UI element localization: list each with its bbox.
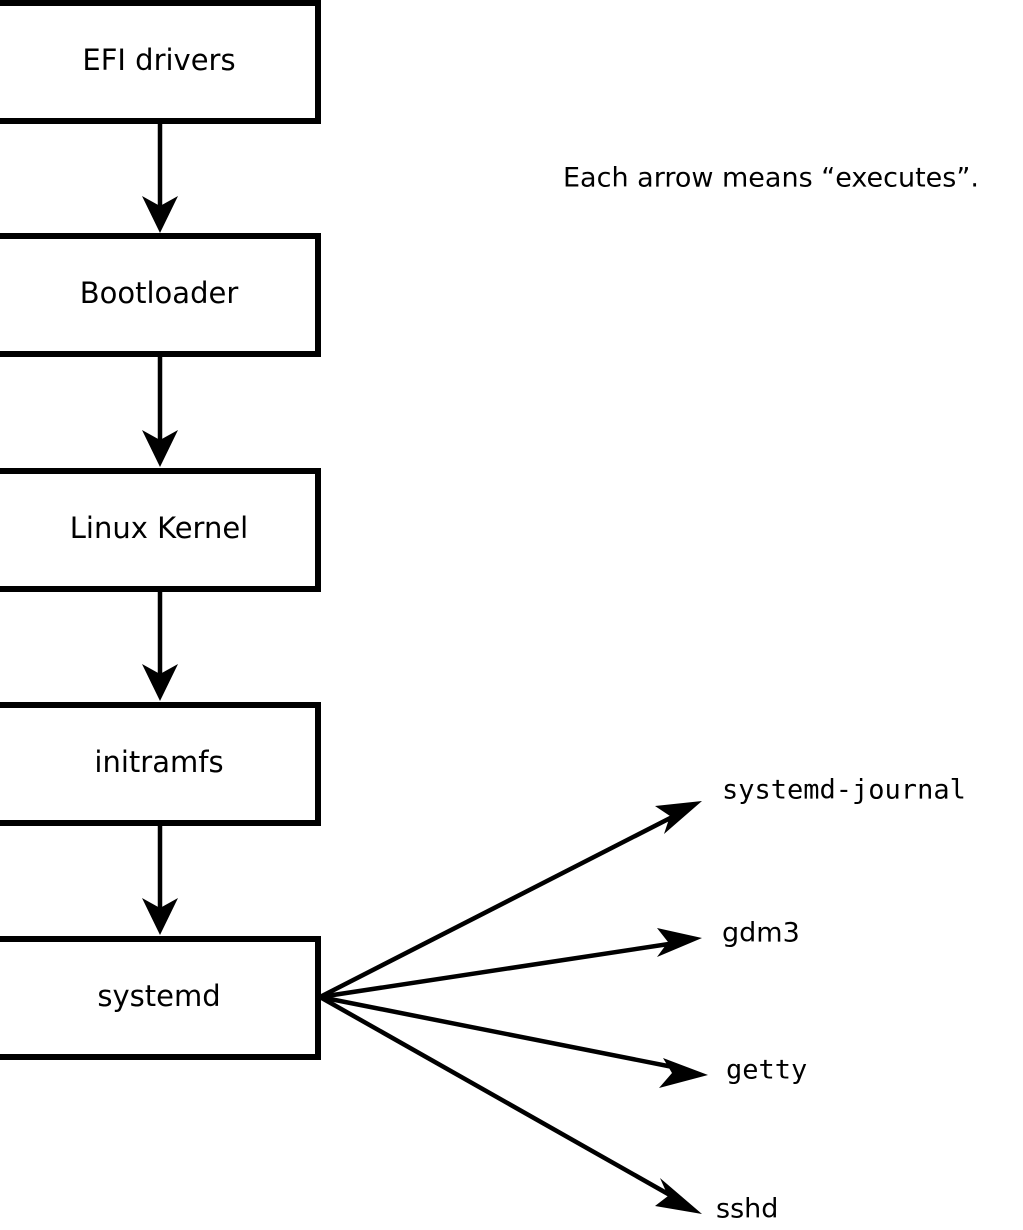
arrow-efi-to-bootloader-head — [142, 196, 178, 233]
arrow-systemd-to-systemd-journal — [318, 801, 702, 1000]
arrow-bootloader-to-kernel — [142, 354, 178, 467]
arrow-initramfs-to-systemd — [142, 823, 178, 935]
box-linux-kernel-label: Linux Kernel — [70, 511, 248, 545]
box-bootloader-label: Bootloader — [80, 276, 239, 310]
arrow-systemd-to-sshd — [318, 995, 702, 1214]
arrow-systemd-to-gdm3-head — [657, 928, 702, 957]
service-fan-arrow-group — [318, 801, 708, 1214]
arrow-kernel-to-initramfs — [142, 589, 178, 701]
box-efi-drivers-rect — [0, 0, 321, 124]
diagram-caption: Each arrow means “executes”. — [563, 163, 979, 194]
box-initramfs-label: initramfs — [94, 745, 223, 779]
arrow-bootloader-to-kernel-head — [142, 430, 178, 467]
arrow-systemd-to-systemd-journal-line — [318, 808, 686, 1000]
box-efi-drivers-label: EFI drivers — [82, 43, 235, 77]
service-label-getty: getty — [726, 1055, 807, 1086]
arrow-systemd-to-getty — [319, 994, 708, 1088]
arrow-initramfs-to-systemd-head — [142, 898, 178, 935]
box-linux-kernel-rect — [0, 468, 321, 592]
box-linux-kernel: Linux Kernel — [0, 468, 321, 592]
arrow-efi-to-bootloader — [142, 121, 178, 233]
box-systemd-label: systemd — [97, 979, 220, 1013]
box-systemd-rect — [0, 936, 321, 1060]
service-label-group: systemd-journal gdm3 getty sshd — [716, 775, 966, 1225]
arrow-systemd-to-systemd-journal-head — [655, 801, 702, 834]
arrow-systemd-to-getty-head — [659, 1058, 708, 1088]
service-label-systemd-journal: systemd-journal — [722, 775, 966, 806]
arrow-systemd-to-getty-line — [319, 994, 689, 1073]
box-initramfs: initramfs — [0, 702, 321, 826]
arrow-systemd-to-gdm3 — [319, 928, 702, 1000]
box-bootloader-rect — [0, 233, 321, 357]
arrow-systemd-to-sshd-line — [318, 995, 686, 1205]
service-label-sshd: sshd — [716, 1194, 778, 1225]
service-label-gdm3: gdm3 — [722, 918, 800, 949]
arrow-kernel-to-initramfs-head — [142, 664, 178, 701]
box-efi-drivers: EFI drivers — [0, 0, 321, 124]
arrow-systemd-to-sshd-head — [655, 1178, 702, 1214]
arrow-systemd-to-gdm3-line — [319, 939, 683, 1000]
chain-arrow-group — [142, 121, 178, 935]
process-box-group: EFI drivers Bootloader Linux Kernel init… — [0, 0, 321, 1060]
box-initramfs-rect — [0, 702, 321, 826]
box-bootloader: Bootloader — [0, 233, 321, 357]
box-systemd: systemd — [0, 936, 321, 1060]
